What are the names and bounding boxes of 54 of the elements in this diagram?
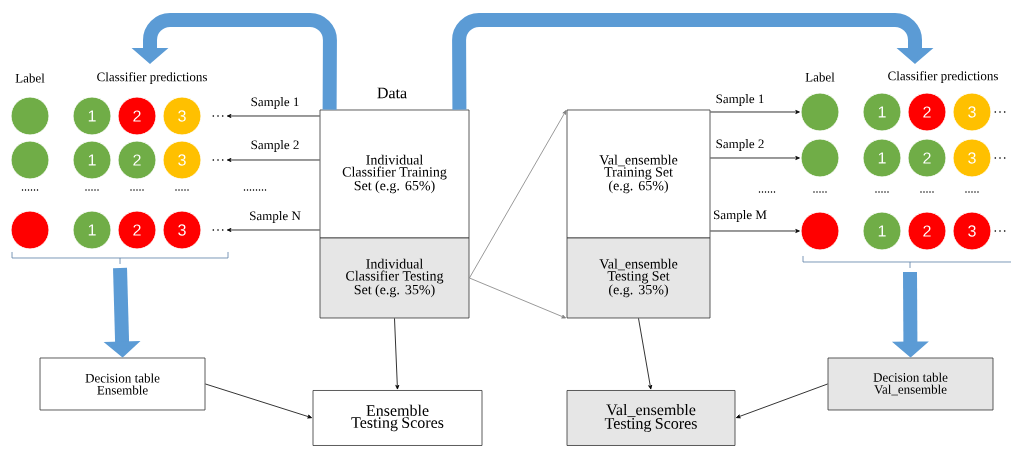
edge-label: Sample 1 (714, 93, 766, 107)
process-box: Val_ensemble Testing Set (e.g. 35%) (566, 237, 711, 319)
ellipsis-text: ..... (130, 189, 144, 191)
arrow (226, 114, 320, 118)
label-circle (10, 96, 50, 136)
arrow (205, 383, 312, 419)
arrow (736, 383, 828, 419)
ellipsis-text: … (212, 159, 224, 161)
process-box: Individual Classifier Training Set (e.g. 65%) (319, 109, 470, 239)
ellipsis-text: ..... (813, 191, 827, 193)
ellipsis-text: … (994, 230, 1006, 232)
ellipsis-text: ..... (965, 191, 979, 193)
process-box: Val_ensemble Training Set (e.g. 65%) (566, 109, 711, 239)
arrow (469, 277, 567, 319)
label-circle (800, 92, 840, 132)
arrow (226, 228, 320, 232)
ellipsis-text: … (994, 157, 1006, 159)
edge-label: Sample 1 (249, 96, 301, 110)
ellipsis-text: … (994, 111, 1006, 113)
process-box: Val_ensemble Testing Scores (566, 390, 736, 446)
process-box: Decision table Val_ensemble (827, 357, 994, 411)
ellipsis-text: ..... (85, 189, 99, 191)
edge-label: Sample 2 (714, 138, 766, 152)
ellipsis-text: ..... (875, 191, 889, 193)
column-header: Label (805, 72, 835, 82)
ellipsis-text: ..... (175, 189, 189, 191)
label-circle (10, 210, 50, 250)
ellipsis-text: … (212, 229, 224, 231)
label-circle (800, 138, 840, 178)
block-arrow (452, 13, 934, 110)
column-header: Classifier predictions (97, 72, 207, 84)
process-box: Individual Classifier Testing Set (e.g. 35%) (319, 237, 470, 319)
arrow (638, 318, 653, 390)
arrow (710, 229, 800, 233)
arrow (469, 110, 567, 279)
edge-label: Sample 2 (249, 139, 301, 153)
arrow (710, 110, 800, 114)
label-circle (800, 211, 840, 251)
column-header: Label (15, 73, 45, 83)
arrow (394, 318, 400, 390)
arrow (226, 158, 320, 162)
ellipsis-text: ...... (21, 189, 39, 191)
process-box: Ensemble Testing Scores (312, 390, 483, 446)
arrow (710, 156, 800, 160)
ellipsis-text: … (212, 115, 224, 117)
ellipsis-text: ........ (243, 189, 267, 191)
ellipsis-text: ...... (758, 191, 776, 193)
ellipsis-text: ..... (920, 191, 934, 193)
label-circle (10, 140, 50, 180)
heading: Data (377, 87, 407, 99)
column-header: Classifier predictions (888, 71, 998, 83)
edge-label: Sample N (248, 210, 302, 224)
process-box: Decision table Ensemble (39, 357, 206, 411)
edge-label: Sample M (712, 209, 768, 223)
